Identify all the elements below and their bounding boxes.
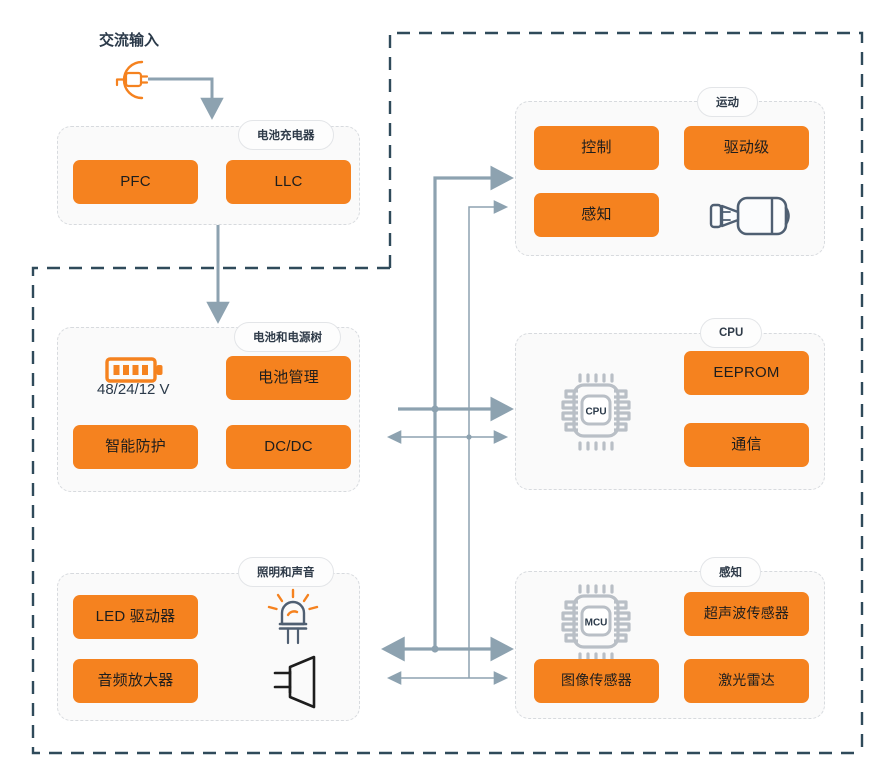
cpu-chip-label: CPU [585,407,606,418]
block-battery-management[interactable]: 电池管理 [226,356,351,400]
battery-icon [105,355,167,385]
block-dcdc[interactable]: DC/DC [226,425,351,469]
block-motion-control[interactable]: 控制 [534,126,659,170]
cpu-chip-icon: CPU [556,373,636,451]
block-communication[interactable]: 通信 [684,423,809,467]
panel-title-sensing: 感知 [700,557,761,587]
mcu-chip-icon: MCU [556,584,636,662]
block-ultrasonic-sensor[interactable]: 超声波传感器 [684,592,809,636]
block-eeprom[interactable]: EEPROM [684,351,809,395]
panel-title-lighting-sound: 照明和声音 [238,557,334,587]
block-motion-sensing[interactable]: 感知 [534,193,659,237]
speaker-icon [262,653,328,709]
block-audio-amplifier[interactable]: 音频放大器 [73,659,198,703]
led-icon [262,586,324,646]
battery-voltage-label: 48/24/12 V [97,381,170,398]
block-pfc[interactable]: PFC [73,160,198,204]
mcu-chip-label: MCU [585,618,608,629]
panel-title-battery-charger: 电池充电器 [238,120,334,150]
ac-input-label: 交流输入 [99,32,160,49]
block-drive-stage[interactable]: 驱动级 [684,126,809,170]
panel-title-cpu: CPU [700,318,763,348]
ac-plug-icon [104,54,162,104]
block-image-sensor[interactable]: 图像传感器 [534,659,659,703]
block-led-driver[interactable]: LED 驱动器 [73,595,198,639]
motor-icon [700,192,796,240]
block-llc[interactable]: LLC [226,160,351,204]
block-lidar[interactable]: 激光雷达 [684,659,809,703]
block-smart-protection[interactable]: 智能防护 [73,425,198,469]
panel-title-motion: 运动 [697,87,758,117]
panel-title-battery-power-tree: 电池和电源树 [234,322,341,352]
